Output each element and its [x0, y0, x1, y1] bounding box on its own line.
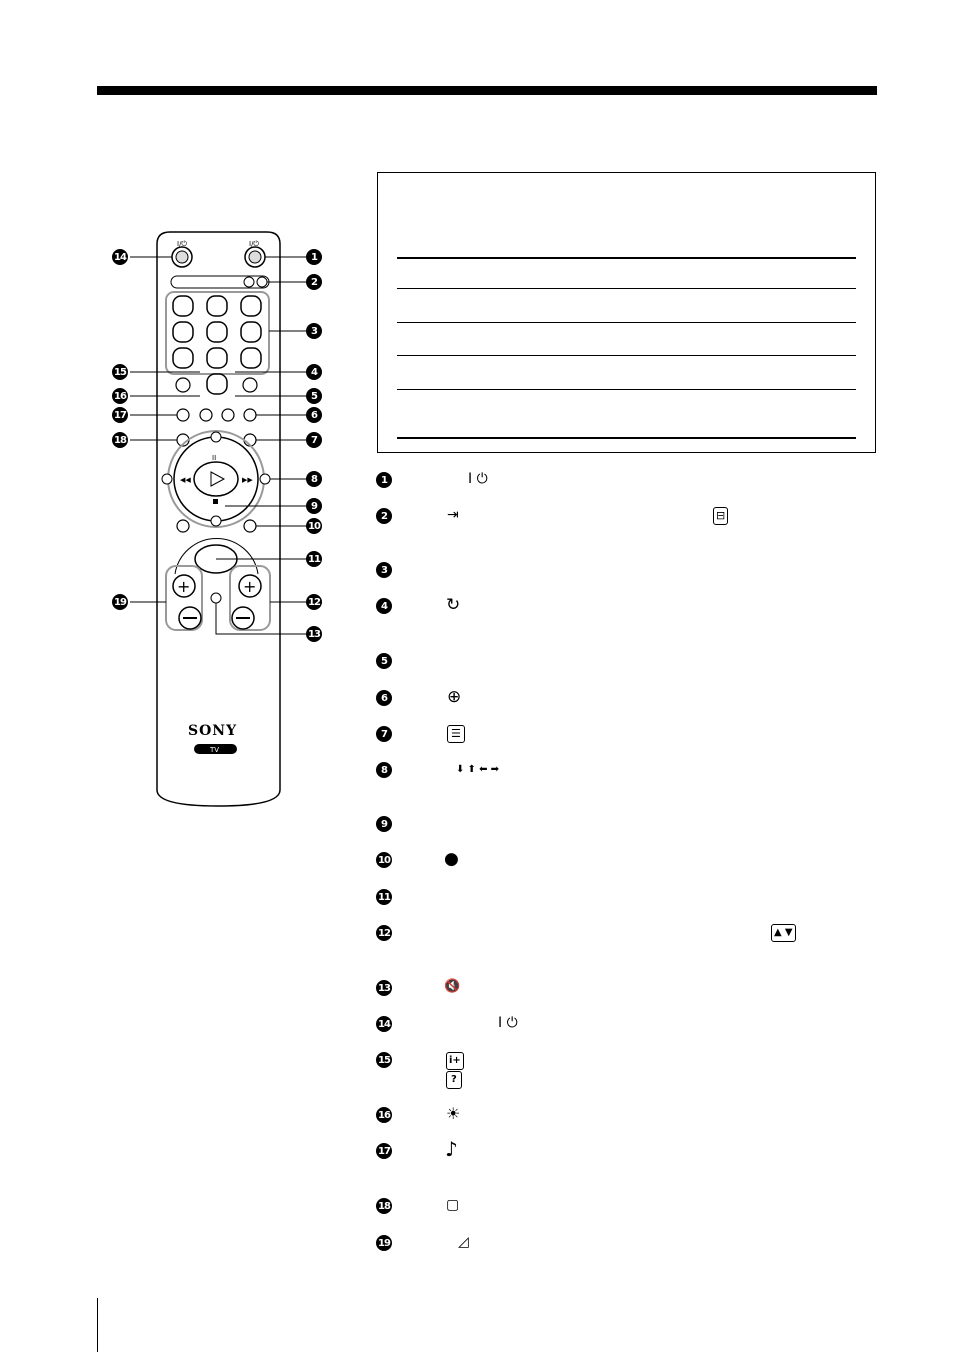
- play-button[interactable]: [193, 461, 239, 497]
- header-rule: [97, 86, 877, 95]
- picture-mode-icon: ⊕: [447, 687, 462, 707]
- number-keys[interactable]: [172, 295, 262, 395]
- arrow-keys-icon: ⬇ ⬆ ⬅ ➡: [456, 764, 500, 775]
- legend-num-4: 4: [376, 598, 392, 614]
- legend-num-14: 14: [376, 1016, 392, 1032]
- callout-14: 14: [112, 249, 128, 265]
- callout-19: 19: [112, 594, 128, 610]
- callout-6: 6: [306, 407, 322, 423]
- svg-text:+: +: [177, 577, 190, 596]
- callout-12: 12: [306, 594, 322, 610]
- brightness-icon: ☀: [446, 1104, 461, 1123]
- callout-9: 9: [306, 498, 322, 514]
- legend-num-17: 17: [376, 1143, 392, 1159]
- table-rule: [397, 389, 856, 390]
- legend-num-2: 2: [376, 508, 392, 524]
- page-up-down-icon: ▲ ▼: [771, 924, 796, 942]
- standby-power-icon: I ⏻: [468, 471, 488, 487]
- legend-num-13: 13: [376, 980, 392, 996]
- legend-num-15: 15: [376, 1052, 392, 1068]
- callout-11: 11: [306, 551, 322, 567]
- legend-num-7: 7: [376, 726, 392, 742]
- callout-5: 5: [306, 388, 322, 404]
- table-rule: [397, 288, 856, 289]
- screen-mode-icon: ⊟: [713, 507, 729, 525]
- mute-icon: 🔇: [444, 979, 461, 994]
- legend-num-3: 3: [376, 562, 392, 578]
- legend-num-6: 6: [376, 690, 392, 706]
- legend-num-12: 12: [376, 925, 392, 941]
- legend-num-19: 19: [376, 1235, 392, 1251]
- table-rule: [397, 437, 856, 439]
- volume-up-button[interactable]: [172, 574, 196, 598]
- refresh-icon: ↻: [446, 595, 461, 615]
- table-rule: [397, 355, 856, 356]
- teletext-icon: ☰: [447, 725, 465, 743]
- legend-num-18: 18: [376, 1198, 392, 1214]
- callout-2: 2: [306, 274, 322, 290]
- callout-10: 10: [306, 518, 322, 534]
- svg-text:I/⏻: I/⏻: [249, 240, 259, 248]
- callout-13: 13: [306, 626, 322, 642]
- volume-icon: ◿: [458, 1234, 469, 1250]
- svg-text:◀◀: ◀◀: [180, 476, 191, 484]
- callout-4: 4: [306, 364, 322, 380]
- legend-num-16: 16: [376, 1107, 392, 1123]
- legend-num-8: 8: [376, 762, 392, 778]
- info-table: [377, 172, 876, 453]
- svg-text:▶▶: ▶▶: [242, 476, 253, 484]
- callout-18: 18: [112, 432, 128, 448]
- table-rule: [397, 257, 856, 259]
- svg-text:II: II: [212, 454, 216, 462]
- callout-8: 8: [306, 471, 322, 487]
- table-rule: [397, 322, 856, 323]
- callout-3: 3: [306, 323, 322, 339]
- svg-text:I/⏻: I/⏻: [177, 240, 187, 248]
- legend-num-10: 10: [376, 852, 392, 868]
- svg-text:+: +: [243, 577, 256, 596]
- svg-text:TV: TV: [209, 746, 219, 754]
- legend-num-1: 1: [376, 472, 392, 488]
- brand-logo: SONY: [188, 723, 237, 739]
- callout-16: 16: [112, 388, 128, 404]
- page-margin-line: [97, 1298, 98, 1352]
- legend-num-5: 5: [376, 653, 392, 669]
- input-select-icon: ⇥: [447, 507, 459, 523]
- legend-num-9: 9: [376, 816, 392, 832]
- program-up-button[interactable]: [238, 574, 262, 598]
- callout-15: 15: [112, 364, 128, 380]
- callout-17: 17: [112, 407, 128, 423]
- callout-7: 7: [306, 432, 322, 448]
- info-icon: i+: [446, 1052, 464, 1070]
- help-icon: ?: [446, 1071, 462, 1089]
- screen-icon: ▢: [446, 1197, 460, 1213]
- legend-num-11: 11: [376, 889, 392, 905]
- sound-note-icon: ♪: [445, 1137, 458, 1161]
- callout-1: 1: [306, 249, 322, 265]
- record-dot-icon: ●: [444, 849, 459, 869]
- power-icon: I ⏻: [498, 1015, 518, 1031]
